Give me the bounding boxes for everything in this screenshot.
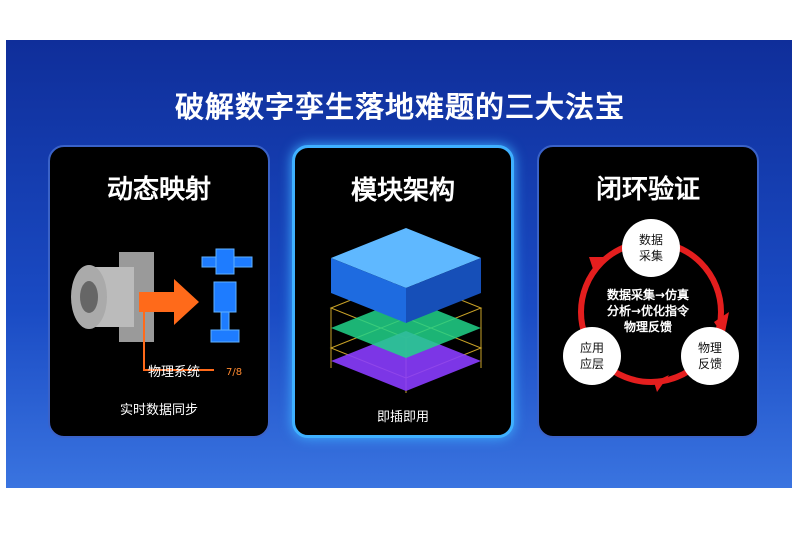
node-data-collection: 数据 采集 [622,219,680,277]
slide-title: 破解数字孪生落地难题的三大法宝 [174,90,625,124]
loop-description: 数据采集→仿真分析→优化指令物理反馈 [606,288,690,334]
layer-green [331,298,481,358]
page-indicator: 7/8 [226,367,243,378]
card-closed-loop-verification: 闭环验证 数据 采集 物理 反馈 应用 应层 数据采集→仿真分析→优化指令物理反… [537,145,759,438]
digital-twin-model-icon [201,248,253,343]
node-application-layer: 应用 应层 [563,327,621,385]
physical-to-digital-illustration [71,248,253,371]
card-caption: 实时数据同步 [119,403,198,418]
card-title: 闭环验证 [595,175,700,205]
card-title: 动态映射 [106,175,211,205]
card-modular-architecture: 模块架构 即插即用 [292,145,514,438]
node-physical-feedback: 物理 反馈 [681,327,739,385]
layer-purple [331,331,481,391]
arrow-icon [654,375,669,392]
card-dynamic-mapping: 动态映射 物理系统 7/8 实时数据同步 [48,145,270,438]
layer-stack-illustration [329,228,483,393]
card-caption: 即插即用 [376,410,429,425]
card-title: 模块架构 [350,176,455,206]
physical-system-label: 物理系统 [148,365,201,380]
arrow-icon [589,257,607,275]
arrow-right-icon [139,279,199,325]
